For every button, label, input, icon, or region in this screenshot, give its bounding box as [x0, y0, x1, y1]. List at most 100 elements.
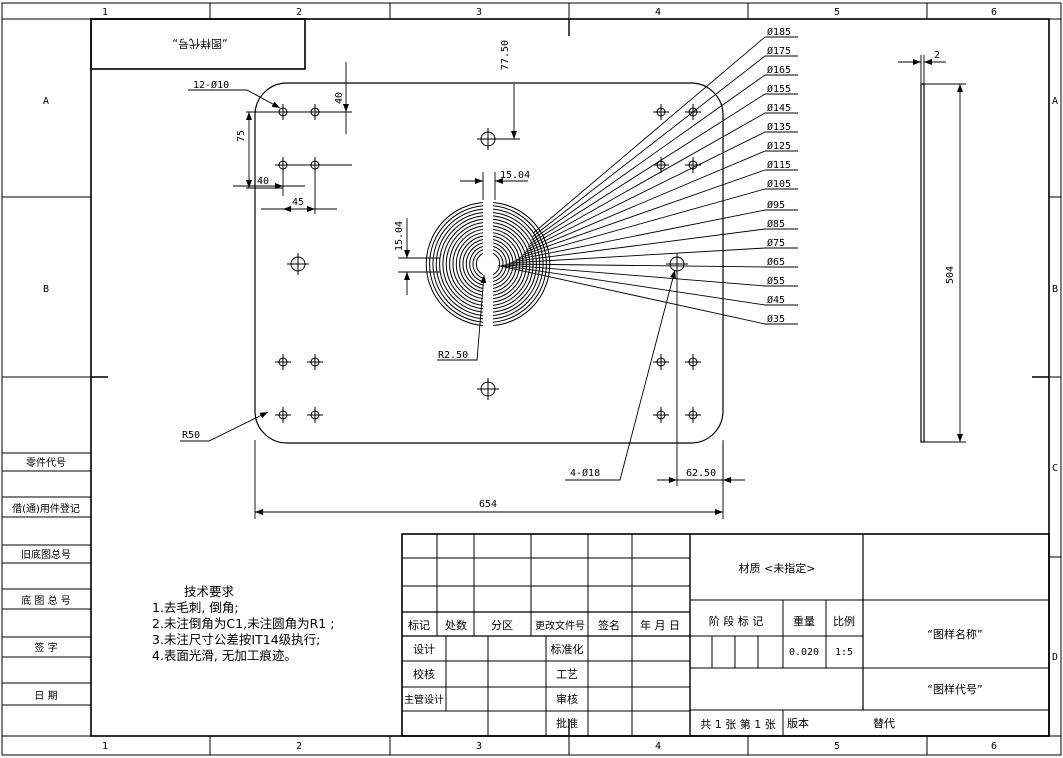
diameter-label: Ø85 [767, 218, 785, 230]
diameter-leader [531, 74, 766, 241]
dim-r50: R50 [182, 430, 200, 441]
ring-arc [462, 238, 484, 290]
dim-12-holes: 12-Ø10 [193, 79, 229, 91]
row-label: C [1052, 463, 1058, 474]
hole [275, 354, 291, 370]
top-left-code: „图样代号„ [172, 37, 227, 51]
diameter-label: Ø105 [767, 178, 791, 190]
col-label: 6 [991, 741, 997, 752]
large-hole [477, 378, 499, 400]
hole [653, 104, 669, 120]
hole [685, 354, 701, 370]
diameter-label: Ø35 [767, 313, 785, 325]
tech-req-item: 2.未注倒角为C1,未注圆角为R1 ; [152, 616, 335, 631]
tech-req-item: 4.表面光滑, 无加工痕迹。 [152, 648, 297, 663]
title-block-text: 标记 处数 分区 更改文件号 签名 年 月 日 设计 校核 主管设计 标准化 工… [404, 561, 983, 731]
side-labels: 零件代号 借(通)用件登记 旧底图总号 底 图 总 号 签 字 日 期 [12, 457, 80, 702]
col-label: 4 [655, 741, 661, 752]
col-label: 3 [476, 7, 482, 18]
scale-label: 比例 [833, 614, 855, 628]
diameter-label: Ø55 [767, 275, 785, 287]
diameter-leaders [498, 36, 798, 325]
weight-label: 重量 [793, 614, 815, 628]
dim-62-50: 62.50 [686, 468, 716, 479]
dim-r2-50: R2.50 [438, 350, 468, 361]
side-label: 旧底图总号 [21, 548, 71, 561]
diameter-label: Ø175 [767, 45, 791, 57]
dim-15-04-horizontal: 15.04 [500, 170, 530, 181]
diameter-leader [533, 36, 766, 233]
dim-4-holes: 4-Ø18 [570, 467, 600, 479]
dimension-lines [180, 62, 745, 519]
role-chief: 主管设计 [404, 693, 444, 706]
ring-arc [492, 249, 504, 279]
ring-arc [445, 222, 484, 306]
ring-arc [492, 205, 547, 323]
diameter-leader [529, 93, 766, 245]
diameter-label: Ø65 [767, 256, 785, 268]
col-label: 1 [102, 741, 108, 752]
ring-arc [472, 249, 484, 279]
ring-arc [455, 232, 484, 296]
dim-2: 2 [934, 50, 940, 61]
ring-arc [432, 208, 484, 320]
diameter-label: Ø115 [767, 159, 791, 171]
hole [307, 354, 323, 370]
diameter-leader [523, 150, 766, 254]
large-hole [287, 253, 309, 275]
side-label: 签 字 [34, 641, 57, 654]
version-label: 版本 [787, 716, 809, 730]
diameter-leader [516, 209, 766, 261]
sheets: 共 1 张 第 1 张 [700, 717, 775, 731]
rev-header: 分区 [491, 619, 513, 632]
role-review: 审核 [556, 692, 578, 706]
diameter-leader [532, 55, 766, 237]
diameter-leader [518, 188, 766, 259]
row-label: B [43, 284, 49, 295]
side-label: 日 期 [34, 690, 57, 702]
rev-header: 签名 [598, 618, 620, 632]
plate-holes [275, 104, 701, 423]
diameter-label: Ø155 [767, 83, 791, 95]
tech-req-title: 技术要求 [184, 584, 235, 599]
hole [653, 354, 669, 370]
row-label: A [43, 96, 49, 107]
tech-req-item: 1.去毛刺, 倒角; [152, 600, 239, 615]
diameter-leader [498, 265, 766, 325]
ring-arc [492, 245, 507, 283]
ring-arc [492, 201, 551, 327]
weight-value: 0.020 [789, 647, 819, 658]
row-label: B [1052, 284, 1058, 295]
dim-40-horizontal: 40 [257, 176, 269, 187]
col-label: 1 [102, 7, 108, 18]
col-label: 2 [296, 7, 302, 18]
title-block [401, 533, 1050, 737]
row-label: D [1052, 652, 1058, 663]
col-label: 3 [476, 741, 482, 752]
dim-45: 45 [292, 197, 304, 208]
diameter-leader [513, 228, 766, 262]
diameter-label: Ø165 [767, 64, 791, 76]
rev-header: 更改文件号 [535, 619, 585, 632]
side-label: 借(通)用件登记 [12, 502, 80, 515]
diameter-leader [525, 131, 766, 251]
drawing-code: “图样代号” [927, 682, 982, 696]
ring-arc [492, 252, 501, 276]
ring-arc [439, 215, 484, 313]
side-label: 底 图 总 号 [21, 594, 71, 607]
diameter-leader [501, 264, 766, 306]
hole [275, 407, 291, 423]
diameter-leader [510, 247, 766, 264]
ring-arc [459, 235, 484, 293]
ring-arc [449, 225, 484, 303]
ring-arc [442, 218, 484, 310]
drawing-name: “图样名称” [927, 627, 982, 641]
role-design: 设计 [413, 643, 435, 656]
dim-75: 75 [236, 130, 247, 142]
hole [685, 407, 701, 423]
col-label: 2 [296, 741, 302, 752]
diameter-leader [527, 112, 766, 248]
ring-arc [469, 245, 484, 283]
dim-654: 654 [479, 499, 497, 510]
col-label: 4 [655, 7, 661, 18]
